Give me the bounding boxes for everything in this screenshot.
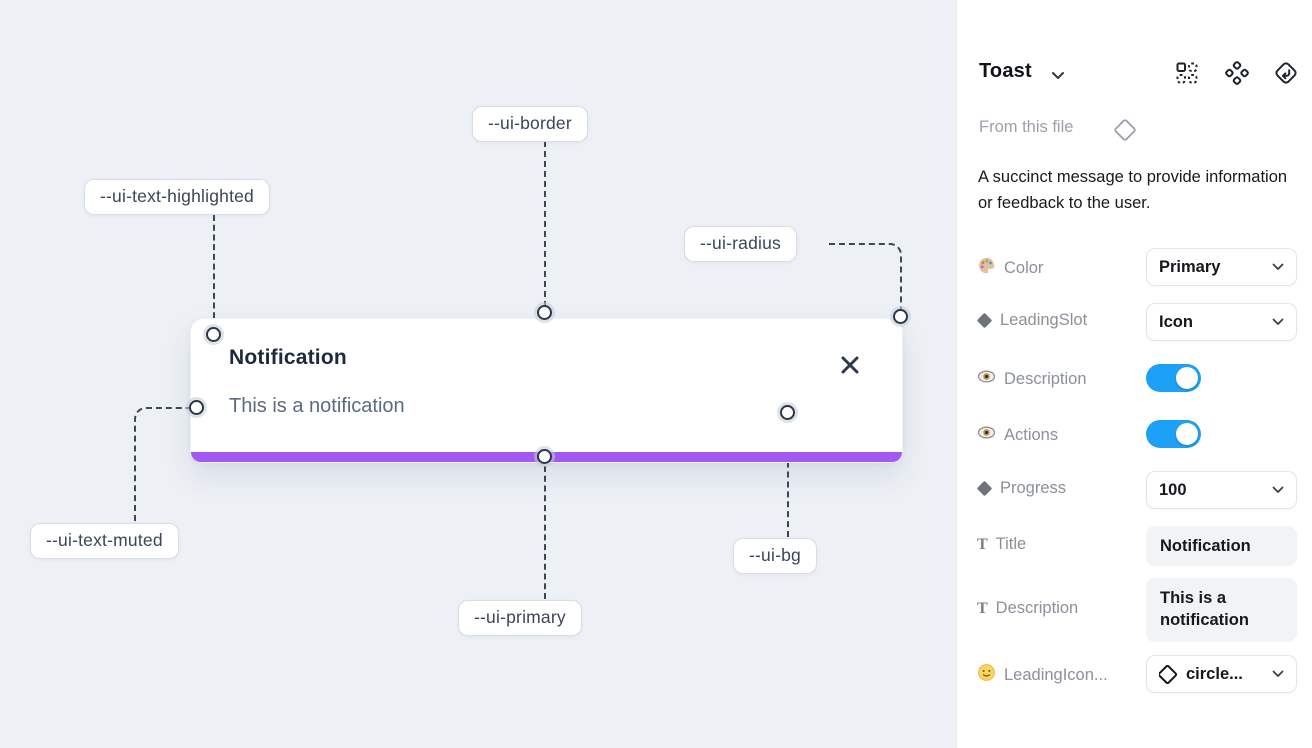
progress-select[interactable]: 100: [1146, 471, 1297, 509]
instance-swap-icon[interactable]: [1175, 61, 1199, 85]
css-var-label-ui-radius: --ui-radius: [684, 226, 797, 262]
anchor-dot-ui-primary: [537, 449, 552, 464]
eye-icon: [977, 423, 996, 447]
anchor-dot-ui-bg: [780, 405, 795, 420]
source-label: From this file: [979, 118, 1074, 136]
prop-label-title: T Title: [977, 535, 1027, 553]
diamond-icon: [976, 312, 993, 329]
chevron-down-icon: [1272, 258, 1284, 276]
toast-component: Notification This is a notification: [190, 318, 903, 463]
canvas-area: Notification This is a notification --ui…: [0, 0, 956, 748]
palette-icon: [977, 256, 996, 280]
leadingslot-select[interactable]: Icon: [1146, 303, 1297, 341]
text-icon: T: [977, 535, 988, 553]
connector-ui-bg: [787, 422, 789, 537]
toggle-knob: [1176, 367, 1198, 389]
css-var-label-ui-bg: --ui-bg: [733, 538, 817, 574]
toggle-knob: [1176, 423, 1198, 445]
diamond-outline-icon: [1159, 664, 1179, 684]
prop-label-progress: Progress: [976, 479, 1066, 498]
component-description: A succinct message to provide informatio…: [978, 168, 1288, 213]
description-field[interactable]: This is a notification: [1146, 578, 1297, 642]
leadingicon-select[interactable]: circle...: [1146, 655, 1297, 693]
prop-label-actions: Actions: [977, 423, 1058, 447]
chevron-down-icon: [1272, 481, 1284, 499]
chevron-down-icon: [1272, 313, 1284, 331]
toast-description: This is a notification: [229, 395, 405, 417]
css-var-label-ui-text-highlighted: --ui-text-highlighted: [84, 179, 270, 215]
prop-label-leadingicon: LeadingIcon...: [977, 663, 1108, 687]
prop-label-description: Description: [977, 367, 1087, 391]
toast-title: Notification: [229, 346, 347, 369]
smiley-icon: [977, 663, 996, 687]
anchor-dot-ui-border: [537, 305, 552, 320]
eye-icon: [977, 367, 996, 391]
css-var-label-ui-border: --ui-border: [472, 106, 588, 142]
actions-toggle[interactable]: [1146, 420, 1201, 448]
title-field[interactable]: Notification: [1146, 526, 1297, 567]
description-toggle[interactable]: [1146, 364, 1201, 392]
connector-ui-text-muted: [134, 407, 190, 524]
chevron-down-icon[interactable]: [1051, 68, 1065, 86]
component-name: Toast: [979, 60, 1032, 82]
connector-ui-text-highlighted: [213, 215, 215, 328]
prop-label-description-text: T Description: [977, 599, 1079, 617]
chevron-down-icon: [1272, 665, 1284, 683]
diamond-outline-icon: [1112, 117, 1138, 148]
prop-label-leadingslot: LeadingSlot: [976, 311, 1087, 330]
anchor-dot-ui-text-highlighted: [206, 327, 221, 342]
connector-ui-radius: [829, 243, 902, 309]
properties-panel: Toast: [956, 0, 1312, 748]
text-icon: T: [977, 599, 988, 617]
diamond-icon: [976, 480, 993, 497]
component-icon[interactable]: [1225, 61, 1249, 85]
prop-label-color: Color: [977, 256, 1043, 280]
connector-ui-primary: [544, 466, 546, 599]
color-select[interactable]: Primary: [1146, 248, 1297, 286]
close-icon[interactable]: [838, 353, 862, 377]
go-to-main-component-icon[interactable]: [1274, 61, 1298, 85]
anchor-dot-ui-radius: [893, 309, 908, 324]
anchor-dot-ui-text-muted: [189, 400, 204, 415]
css-var-label-ui-text-muted: --ui-text-muted: [30, 523, 179, 559]
css-var-label-ui-primary: --ui-primary: [458, 600, 582, 636]
connector-ui-border: [544, 141, 546, 307]
